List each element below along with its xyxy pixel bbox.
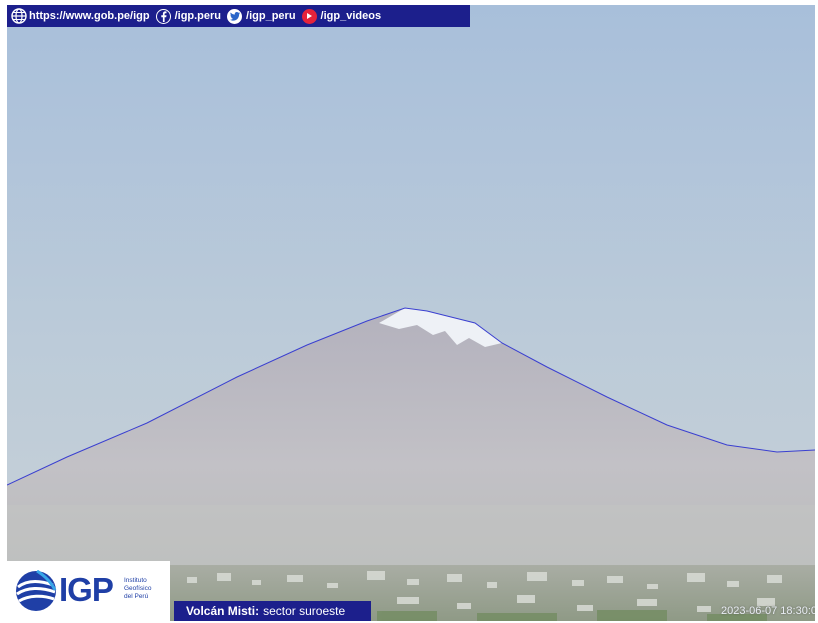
social-links-bar: https://www.gob.pe/igp /igp.peru /igp_pe… — [7, 5, 470, 27]
capture-timestamp: 2023-06-07 18:30:0 — [720, 605, 815, 617]
volcano-scene — [7, 5, 815, 621]
website-link-label: https://www.gob.pe/igp — [29, 10, 150, 22]
logo-subtitle-line1: Instituto — [124, 577, 147, 584]
website-link[interactable]: https://www.gob.pe/igp — [29, 10, 150, 22]
buildings — [187, 571, 782, 612]
youtube-link[interactable]: /igp_videos — [301, 8, 382, 24]
webcam-frame: https://www.gob.pe/igp /igp.peru /igp_pe… — [7, 5, 815, 621]
logo-subtitle-line3: del Perú — [124, 593, 149, 600]
logo-subtitle: Instituto Geofísico del Perú — [124, 577, 168, 601]
twitter-link[interactable]: /igp_peru — [227, 8, 296, 24]
youtube-link-label: /igp_videos — [320, 10, 382, 22]
logo-subtitle-line2: Geofísico — [124, 585, 152, 592]
trees — [377, 610, 767, 621]
haze — [7, 505, 815, 565]
logo-wordmark: IGP — [59, 571, 114, 608]
facebook-link-label: /igp.peru — [174, 10, 222, 22]
igp-wave-logo-icon — [16, 570, 57, 611]
caption-volcano-name: Volcán Misti: — [186, 604, 260, 618]
youtube-icon — [301, 8, 317, 24]
twitter-icon — [227, 8, 243, 24]
snow-cap — [379, 308, 502, 347]
mountain-outline — [7, 307, 815, 486]
facebook-icon — [155, 8, 171, 24]
camera-caption: Volcán Misti: sector suroeste — [174, 601, 371, 621]
twitter-link-label: /igp_peru — [246, 10, 296, 22]
igp-logo: IGP Instituto Geofísico del Perú — [7, 561, 170, 621]
facebook-link[interactable]: /igp.peru — [155, 8, 222, 24]
mountain — [7, 308, 815, 621]
globe-icon — [11, 8, 27, 24]
caption-sector: sector suroeste — [263, 604, 346, 618]
